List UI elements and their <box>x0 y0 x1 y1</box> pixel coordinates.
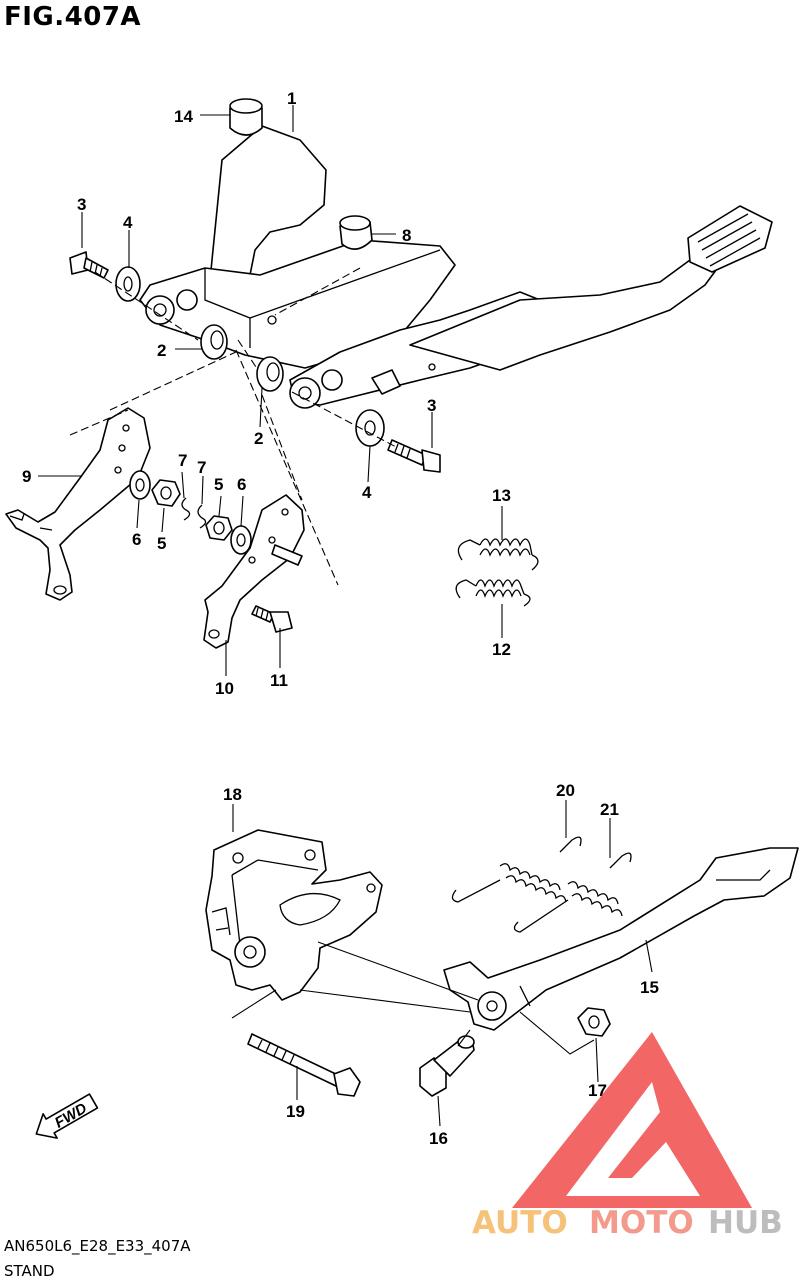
leader-lines-upper <box>38 105 503 676</box>
watermark-logo <box>512 1032 752 1208</box>
watermark-moto: MOTO <box>589 1205 694 1241</box>
bushing-2-right-part <box>256 356 284 392</box>
callout-10: 10 <box>215 679 234 698</box>
callout-2: 2 <box>157 341 166 360</box>
step-bracket-part <box>139 125 773 409</box>
clip-7-right-part <box>197 504 207 529</box>
bolt-3-right-part <box>387 439 441 473</box>
watermark-text: AUTO MOTO HUB <box>472 1205 783 1241</box>
callout-20: 20 <box>556 781 575 800</box>
leader-lines-lower <box>232 800 653 1127</box>
callout-12: 12 <box>492 640 511 659</box>
watermark-auto: AUTO <box>472 1205 568 1241</box>
spring-13-part <box>457 538 539 571</box>
nut-5-left-part <box>151 479 181 507</box>
assembly-guide-lines-upper <box>69 267 399 586</box>
callout-6: 6 <box>132 530 141 549</box>
rubber-cushion-8-part <box>339 215 373 250</box>
figure-title: FIG.407A <box>4 2 142 32</box>
figure-code: AN650L6_E28_E33_407A <box>4 1237 191 1255</box>
side-stand-leg-part <box>443 847 799 1031</box>
callout-15: 15 <box>640 978 659 997</box>
callout-8: 8 <box>402 226 411 245</box>
callout-3: 3 <box>77 195 86 214</box>
callouts-lower: 18 20 21 15 19 16 17 <box>223 781 659 1148</box>
upper-assembly: 1 14 3 4 8 2 2 3 4 9 6 5 7 7 5 6 13 12 1… <box>5 89 773 698</box>
callout-18: 18 <box>223 785 242 804</box>
callout-9: 9 <box>22 467 31 486</box>
fwd-direction-arrow: FWD <box>35 1093 99 1139</box>
callout-11: 11 <box>270 671 288 690</box>
bracket-10-part <box>203 494 305 649</box>
clip-7-left-part <box>181 497 191 521</box>
nut-5-right-part <box>205 515 233 541</box>
nut-17-part <box>577 1007 611 1037</box>
logo-triangle-shape <box>512 1032 752 1208</box>
spring-21-part <box>513 852 632 933</box>
callout-14: 14 <box>174 107 193 126</box>
bolt-11-part <box>251 605 293 633</box>
callout-16: 16 <box>429 1129 448 1148</box>
assembly-guide-lines-lower <box>231 941 595 1055</box>
bolt-19-part <box>247 1033 361 1097</box>
spring-12-part <box>455 579 531 607</box>
callout-21: 21 <box>600 800 619 819</box>
callout-13: 13 <box>492 486 511 505</box>
callout-4: 4 <box>123 213 133 232</box>
bushing-2-left-part <box>200 324 228 360</box>
callout-3: 3 <box>427 396 436 415</box>
callout-2: 2 <box>254 429 263 448</box>
washer-4-left-part <box>115 266 141 302</box>
callout-7: 7 <box>178 451 187 470</box>
callouts-upper: 1 14 3 4 8 2 2 3 4 9 6 5 7 7 5 6 13 12 1… <box>22 89 511 698</box>
callout-5: 5 <box>214 475 223 494</box>
watermark-hub: HUB <box>708 1205 783 1241</box>
lower-assembly: 18 20 21 15 19 16 17 <box>205 781 799 1148</box>
callout-7: 7 <box>197 458 206 477</box>
side-stand-bracket-part <box>205 829 383 1001</box>
spring-20-part <box>451 836 582 903</box>
callout-4: 4 <box>362 483 372 502</box>
bolt-16-part <box>419 1035 475 1097</box>
callout-5: 5 <box>157 534 166 553</box>
bracket-9-part <box>5 407 151 601</box>
rubber-cushion-14-part <box>229 98 263 136</box>
washer-6-left-part <box>129 470 151 500</box>
callout-6: 6 <box>237 475 246 494</box>
bolt-3-left-part <box>69 251 109 279</box>
callout-19: 19 <box>286 1102 305 1121</box>
callout-1: 1 <box>287 89 296 108</box>
figure-name: STAND <box>4 1262 55 1280</box>
